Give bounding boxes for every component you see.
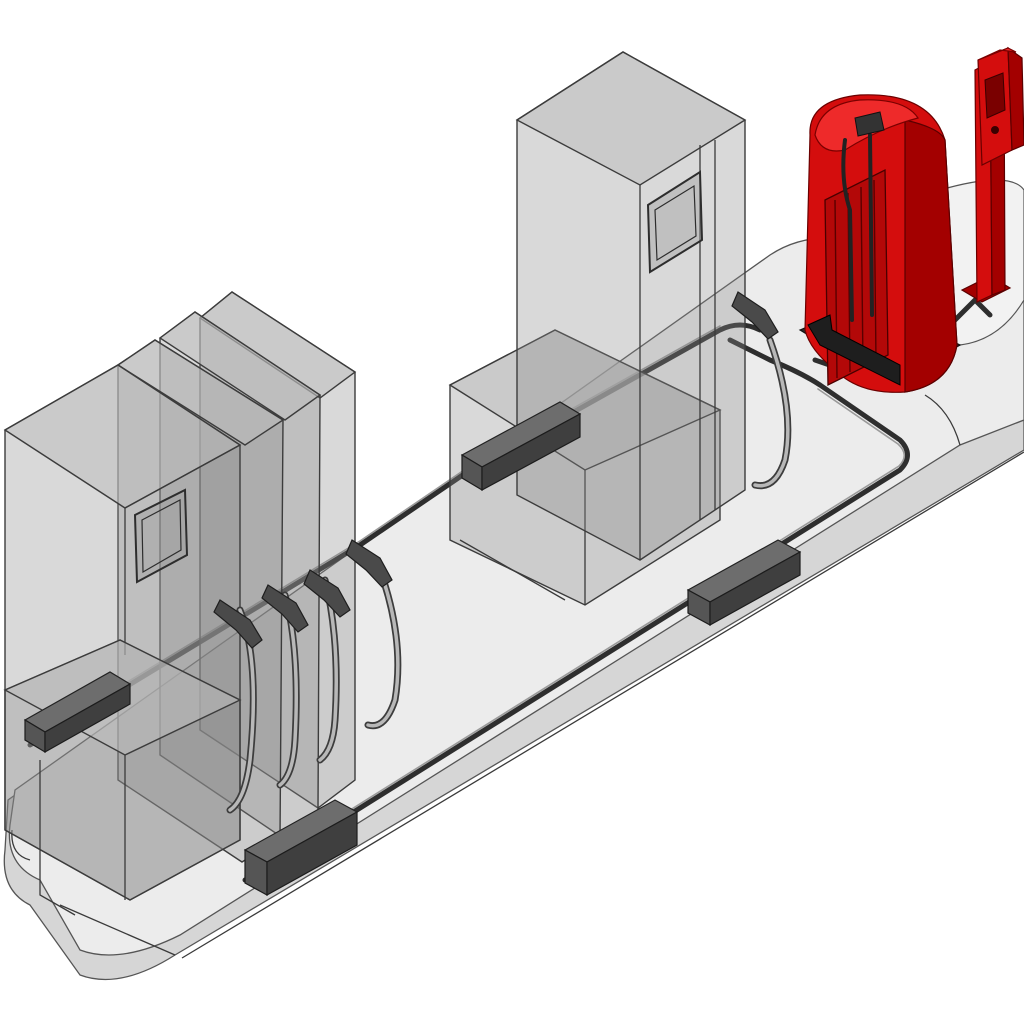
lpg-tank-frame bbox=[807, 314, 901, 386]
nozzle-left-3 bbox=[303, 569, 351, 618]
nozzle-left-4 bbox=[345, 539, 393, 588]
dispenser-center-display-inner bbox=[654, 184, 697, 262]
dispenser-left-panel-2-top bbox=[116, 339, 285, 446]
control-post-panel bbox=[984, 72, 1006, 119]
pipe-main-front bbox=[242, 337, 910, 883]
hose-center-in bbox=[753, 338, 790, 488]
lpg-tank bbox=[798, 94, 962, 393]
dispenser-center-column-top bbox=[515, 51, 747, 186]
dispenser-left-cabinet-edge bbox=[124, 444, 241, 655]
junction-box-left-side bbox=[44, 682, 131, 754]
control-post-button bbox=[991, 126, 999, 134]
island-base-seam bbox=[924, 394, 961, 446]
dispenser-center-display bbox=[646, 170, 704, 274]
nozzle-left-1 bbox=[213, 599, 263, 649]
junction-box-center-side bbox=[481, 412, 581, 492]
lpg-tank-valve bbox=[854, 111, 885, 137]
junction-box-front-left bbox=[243, 799, 359, 897]
dispenser-center bbox=[448, 51, 792, 606]
lpg-tank-inner-pipe bbox=[841, 133, 874, 322]
dispenser-left-base-edges bbox=[39, 755, 126, 916]
hose-left-3-in bbox=[318, 578, 338, 762]
lpg-tank-shade bbox=[904, 119, 958, 393]
dispenser-center-column-edge bbox=[639, 140, 716, 560]
hose-left-4-in bbox=[366, 568, 400, 728]
dispenser-left-group bbox=[3, 291, 402, 916]
nozzle-center bbox=[731, 291, 779, 340]
nozzle-left-2 bbox=[261, 584, 309, 633]
dispenser-left-display-inner bbox=[141, 499, 182, 574]
control-post bbox=[960, 46, 1024, 303]
control-post-head-side bbox=[1007, 46, 1024, 151]
junction-box-front-right bbox=[686, 539, 802, 627]
island-base-curb bbox=[181, 451, 1024, 959]
dispenser-left-display bbox=[133, 488, 189, 584]
lpg-tank-cabinet-ribs bbox=[834, 179, 877, 379]
dispenser-left-panel-3-top bbox=[158, 311, 322, 421]
control-post-head-top bbox=[977, 47, 1017, 61]
pipe-main-front-hi bbox=[244, 388, 906, 877]
dispenser-center-base-edges bbox=[459, 470, 586, 605]
